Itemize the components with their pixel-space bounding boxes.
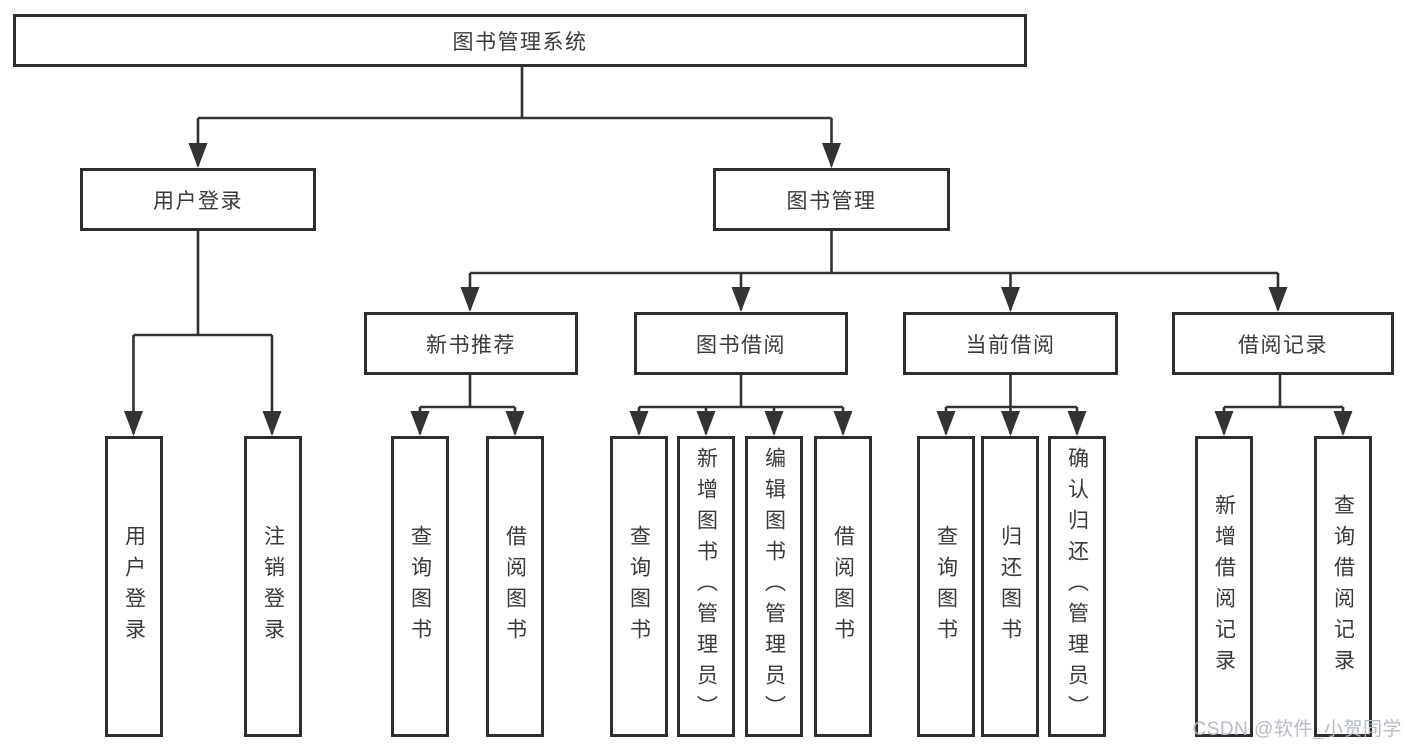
node-user-login-branch: 用户登录	[80, 168, 316, 231]
leaf-confirm-return-admin: 确认归还（管理员）	[1048, 436, 1106, 737]
arrow-down-icon	[833, 411, 853, 436]
leaf-query-books-borrowing: 查询图书	[610, 436, 668, 737]
leaf-query-books-current: 查询图书	[917, 436, 975, 737]
leaf-label: 借阅图书	[831, 524, 855, 649]
arrow-down-icon	[1067, 411, 1087, 436]
arrow-down-icon	[460, 287, 480, 312]
node-book-management-branch: 图书管理	[713, 168, 950, 231]
leaf-label: 借阅图书	[503, 524, 527, 649]
leaf-query-borrow-record: 查询借阅记录	[1314, 436, 1372, 737]
leaf-label: 查询图书	[934, 524, 958, 649]
node-root-system: 图书管理系统	[13, 14, 1027, 67]
arrow-down-icon	[1214, 411, 1234, 436]
arrow-down-icon	[822, 143, 841, 168]
leaf-label: 确认归还（管理员）	[1065, 447, 1089, 726]
leaf-add-books-admin: 新增图书（管理员）	[677, 436, 735, 737]
leaf-label: 查询图书	[627, 524, 651, 649]
connector-lines	[132, 67, 1345, 434]
node-root-label: 图书管理系统	[452, 30, 588, 54]
leaf-label: 用户登录	[122, 524, 146, 649]
leaf-query-books-recommend: 查询图书	[391, 436, 449, 737]
arrowhead-group	[124, 143, 1353, 436]
node-label: 图书管理	[786, 189, 877, 213]
node-label: 借阅记录	[1238, 333, 1328, 357]
arrow-down-icon	[188, 143, 208, 168]
leaf-label: 新增借阅记录	[1212, 493, 1236, 680]
leaf-add-borrow-record: 新增借阅记录	[1195, 436, 1253, 737]
leaf-label: 查询借阅记录	[1331, 493, 1355, 680]
csdn-watermark: CSDN @软件_小贺同学	[1192, 719, 1402, 740]
arrow-down-icon	[262, 411, 282, 436]
arrow-down-icon	[410, 411, 430, 436]
arrow-down-icon	[1333, 411, 1353, 436]
leaf-borrow-books-recommend: 借阅图书	[486, 436, 544, 737]
node-label: 新书推荐	[426, 333, 516, 357]
leaf-label: 查询图书	[408, 524, 432, 649]
arrow-down-icon	[936, 411, 956, 436]
node-label: 用户登录	[153, 189, 243, 213]
leaf-return-books: 归还图书	[981, 436, 1039, 737]
leaf-label: 归还图书	[998, 524, 1022, 649]
node-label: 图书借阅	[696, 333, 786, 357]
arrow-down-icon	[1001, 411, 1020, 436]
leaf-label: 编辑图书（管理员）	[762, 447, 786, 726]
leaf-logout: 注销登录	[244, 436, 302, 737]
node-book-borrowing: 图书借阅	[634, 312, 848, 375]
node-borrowing-records: 借阅记录	[1172, 312, 1394, 375]
node-label: 当前借阅	[965, 333, 1056, 357]
arrow-down-icon	[505, 411, 525, 436]
arrow-down-icon	[629, 411, 649, 436]
node-current-borrowing: 当前借阅	[903, 312, 1118, 375]
leaf-label: 新增图书（管理员）	[694, 447, 718, 726]
arrow-down-icon	[764, 411, 784, 436]
leaf-user-login: 用户登录	[105, 436, 163, 737]
arrow-down-icon	[124, 411, 143, 436]
arrow-down-icon	[1001, 287, 1020, 312]
leaf-edit-books-admin: 编辑图书（管理员）	[745, 436, 803, 737]
arrow-down-icon	[696, 411, 716, 436]
leaf-label: 注销登录	[261, 524, 285, 649]
node-new-book-recommend: 新书推荐	[364, 312, 578, 375]
leaf-borrow-books: 借阅图书	[814, 436, 872, 737]
arrow-down-icon	[1268, 287, 1288, 312]
arrow-down-icon	[731, 287, 751, 312]
